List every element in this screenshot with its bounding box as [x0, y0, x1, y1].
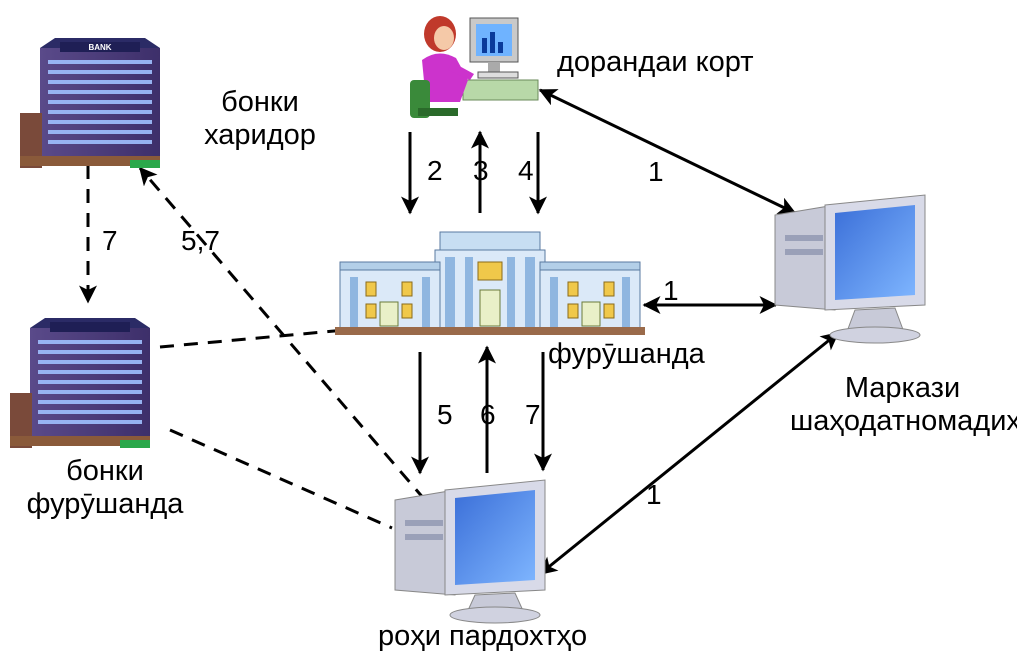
step-1-gateway-ca: 1	[646, 479, 662, 510]
dashed-arrow-gateway-buyer-bank	[138, 166, 427, 501]
bank-sign: BANK	[88, 43, 111, 52]
seller-bank-label-line2: фурӯшанда	[26, 488, 184, 521]
merchant-icon	[335, 231, 645, 335]
seller-bank-label: бонки фурӯшанда	[5, 455, 205, 522]
step-2: 2	[427, 155, 443, 186]
gateway-computer-icon	[394, 479, 546, 624]
seller-bank-icon	[10, 318, 150, 448]
cardholder-label: дорандаи корт	[557, 46, 754, 78]
ca-label: Маркази шаҳодатномадиҳӣ	[790, 372, 1017, 439]
step-7: 7	[525, 399, 541, 430]
step-5-7: 5,7	[181, 225, 220, 256]
step-6: 6	[480, 399, 496, 430]
dashed-line-seller-bank-gateway	[169, 428, 393, 530]
ca-computer-icon	[774, 194, 926, 344]
step-1-merchant-ca: 1	[663, 275, 679, 306]
step-3: 3	[473, 155, 489, 186]
seller-bank-label-line1: бонки	[66, 455, 144, 487]
arrow-cardholder-ca	[538, 88, 797, 215]
step-1-cardholder-ca: 1	[648, 156, 664, 187]
step-7-banks: 7	[102, 225, 118, 256]
ca-label-line2: шаҳодатномадиҳӣ	[790, 405, 1017, 438]
merchant-label: фурӯшанда	[548, 338, 705, 370]
cardholder-icon	[410, 16, 539, 118]
arrow-gateway-ca	[538, 331, 840, 576]
connections	[79, 88, 840, 576]
gateway-label: роҳи пардохтҳо	[378, 620, 588, 652]
dashed-line-seller-bank-merchant	[159, 328, 346, 349]
buyer-bank-icon: BANK	[20, 38, 160, 168]
buyer-bank-label: бонки харидор	[185, 86, 335, 153]
buyer-bank-label-line1: бонки	[221, 86, 299, 118]
step-4: 4	[518, 155, 534, 186]
buyer-bank-label-line2: харидор	[204, 119, 316, 152]
step-5: 5	[437, 399, 453, 430]
ca-label-line1: Маркази	[844, 372, 961, 404]
